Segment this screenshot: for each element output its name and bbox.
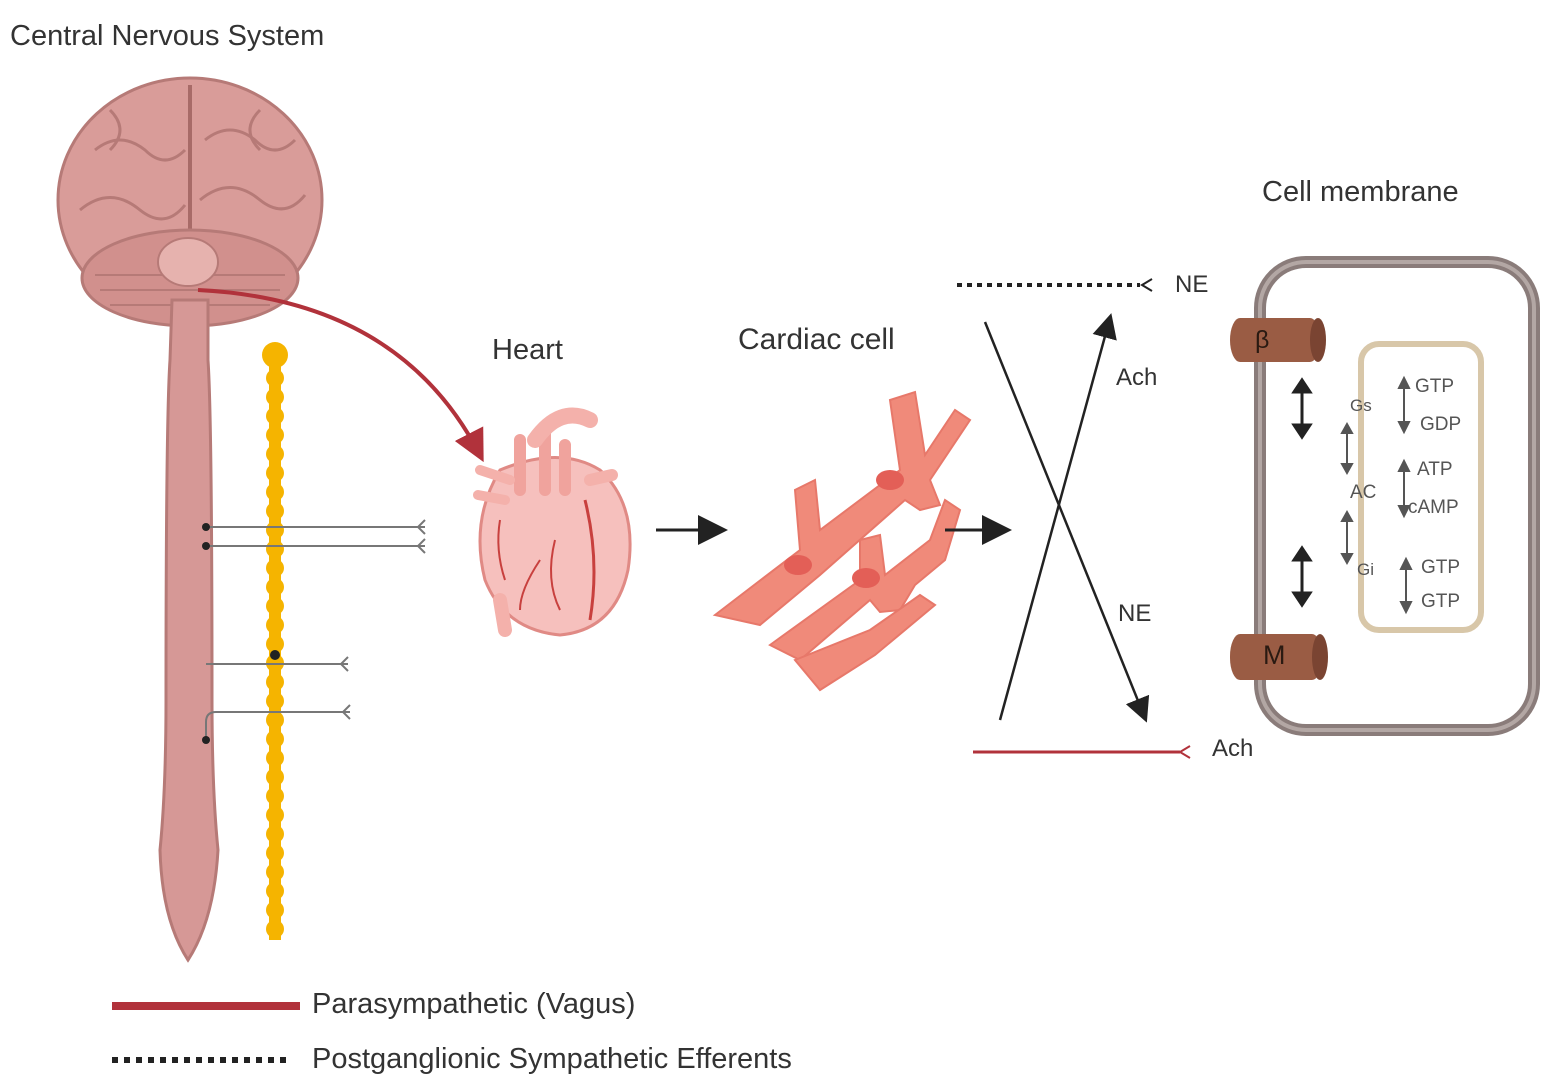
heart-title: Heart xyxy=(492,334,563,366)
ganglion-bead xyxy=(266,882,284,900)
camp-label: cAMP xyxy=(1408,497,1459,518)
beta-receptor xyxy=(1230,318,1326,362)
ganglion-bead xyxy=(266,502,284,520)
ganglion-bead xyxy=(266,673,284,691)
ganglion-bead xyxy=(266,426,284,444)
ne-arrow-down xyxy=(983,321,1150,723)
atp-label: ATP xyxy=(1417,459,1453,480)
cardiac-cell-illustration xyxy=(712,390,972,692)
ganglion-bead xyxy=(266,483,284,501)
ganglion-bead xyxy=(266,730,284,748)
ganglion-bead xyxy=(266,578,284,596)
ac-label: AC xyxy=(1350,482,1377,503)
ganglion-bead xyxy=(266,901,284,919)
ganglion-bead xyxy=(266,369,284,387)
ach-mid-label: Ach xyxy=(1116,364,1158,391)
ganglion-bead xyxy=(266,844,284,862)
gtp-label-2: GTP xyxy=(1421,557,1461,578)
nerve-fibers xyxy=(205,519,426,740)
vagus-nerve-arrow xyxy=(197,288,484,463)
brain-illustration xyxy=(56,76,324,328)
ganglion-bead xyxy=(266,806,284,824)
ganglion-bead xyxy=(266,464,284,482)
ganglion-bead xyxy=(266,597,284,615)
spinal-cord xyxy=(158,298,220,963)
heart-illustration xyxy=(473,407,632,637)
gs-label: Gs xyxy=(1350,396,1372,415)
ganglion-bead xyxy=(266,559,284,577)
legend-parasympathetic-label: Parasympathetic (Vagus) xyxy=(312,988,636,1020)
ganglion-bead xyxy=(266,749,284,767)
gi-label: Gi xyxy=(1357,560,1374,579)
muscarinic-receptor-label: M xyxy=(1263,640,1286,670)
ganglion-bead xyxy=(266,768,284,786)
ganglion-bead xyxy=(266,863,284,881)
ganglion-bead xyxy=(266,635,284,653)
muscarinic-receptor xyxy=(1230,634,1328,680)
gdp-label: GDP xyxy=(1420,414,1462,435)
ganglion-bead xyxy=(266,388,284,406)
ganglion-bead xyxy=(266,692,284,710)
cell-membrane-title: Cell membrane xyxy=(1262,176,1459,208)
gtp-label-3: GTP xyxy=(1421,591,1461,612)
ganglion-bead xyxy=(266,711,284,729)
ach-arrow-up xyxy=(998,313,1117,721)
ganglion-bead xyxy=(266,825,284,843)
cell-membrane-inner xyxy=(1358,341,1484,633)
ne-mid-label: NE xyxy=(1118,600,1152,627)
gtp-label-1: GTP xyxy=(1415,376,1455,397)
ganglion-bead xyxy=(266,540,284,558)
cardiac-cell-title: Cardiac cell xyxy=(738,323,895,356)
ganglion-bead xyxy=(266,521,284,539)
ne-top-label: NE xyxy=(1175,271,1209,298)
ganglion-bead xyxy=(266,616,284,634)
ganglion-bead xyxy=(266,407,284,425)
cns-title: Central Nervous System xyxy=(10,20,325,52)
ach-bottom-label: Ach xyxy=(1212,735,1254,762)
ganglion-bead xyxy=(266,787,284,805)
beta-receptor-label: β xyxy=(1255,326,1270,354)
sympathetic-ganglia-chain xyxy=(262,342,288,940)
ganglion-bead xyxy=(266,920,284,938)
ganglion-bead xyxy=(266,445,284,463)
legend-sympathetic-label: Postganglionic Sympathetic Efferents xyxy=(312,1043,792,1075)
